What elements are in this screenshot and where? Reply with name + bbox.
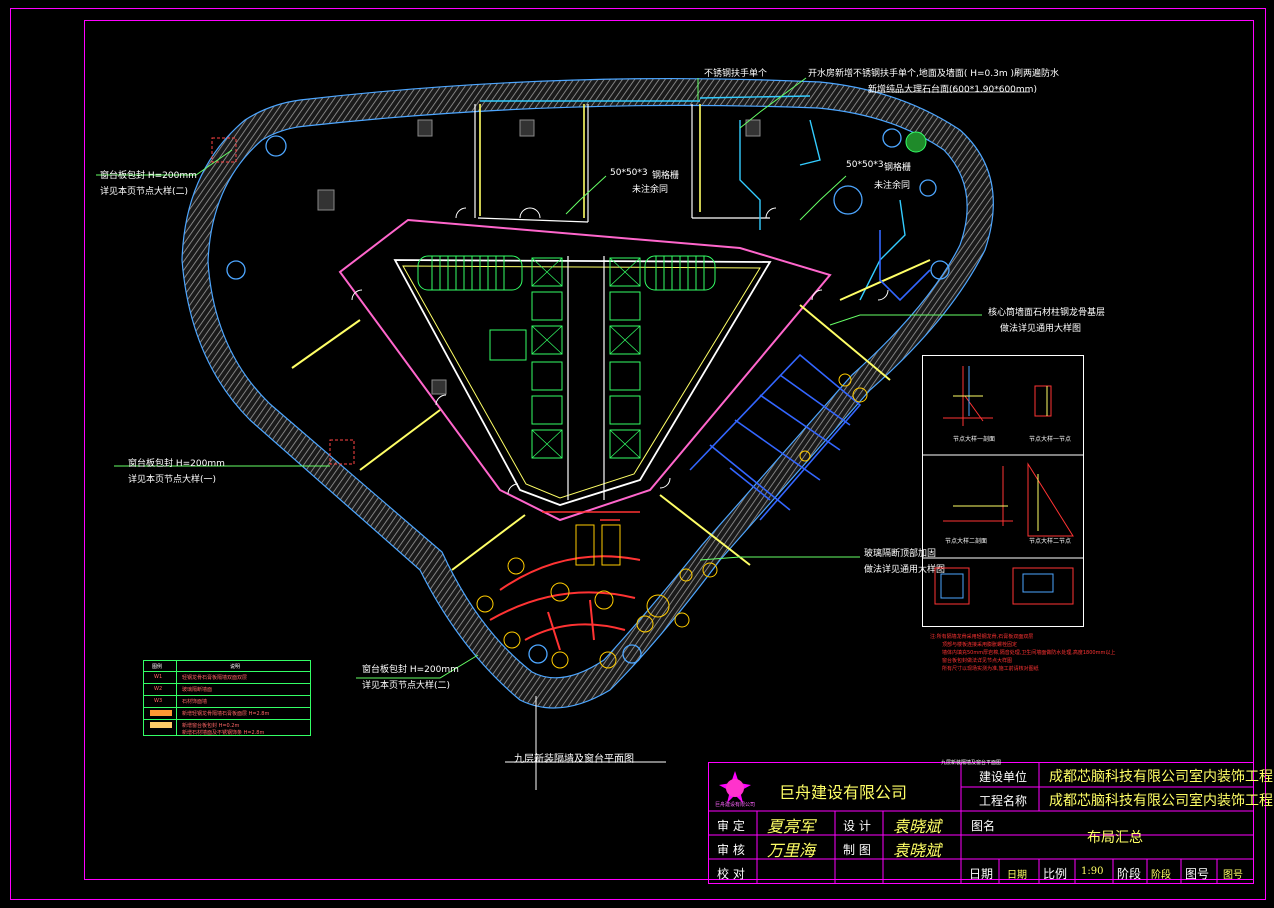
company-name-small: 巨舟建设有限公司	[715, 802, 756, 808]
date-value: 日期	[1007, 870, 1027, 881]
check-value: 万里海	[767, 841, 816, 860]
label-steel-b2: 钢格栅	[884, 163, 912, 173]
label-window-seal-2-ref: 详见本页节点大样(二)	[100, 187, 189, 197]
review-label: 审 定	[717, 819, 745, 833]
legend-text-2: 玻璃隔断墙面	[182, 687, 213, 693]
date-label: 日期	[969, 867, 994, 881]
label-steel-b3: 未注余同	[874, 181, 911, 191]
label-window-seal-1: 窗台板包封 H=200mm	[128, 459, 225, 469]
drawing-name-value: 布局汇总	[1087, 830, 1143, 846]
elevator-shafts	[489, 257, 641, 459]
top-caption: 九层新装隔墙及窗台平面图	[941, 760, 1002, 766]
legend-table: 图例 说明 W1 轻钢龙骨石膏板隔墙双面双层 W2 玻璃隔断墙面 W3 石材饰面…	[143, 660, 311, 736]
note-4: 窗台板包封做法详见节点大样图	[942, 658, 1013, 664]
note-1: 注:所有隔墙龙骨采用轻钢龙骨,石膏板双面双层	[930, 634, 1034, 640]
label-core-wall-ref: 做法详见通用大样图	[1000, 324, 1082, 334]
leader-lines	[96, 77, 982, 679]
label-window-seal-3: 窗台板包封 H=200mm	[362, 665, 459, 675]
legend-text-4: 新增轻钢龙骨隔墙石膏板面层 H=2.8m	[182, 711, 270, 717]
detail-drawings	[923, 366, 1083, 605]
project-value: 成都芯脑科技有限公司室内装饰工程	[1049, 793, 1273, 809]
no-label: 图号	[1185, 867, 1210, 881]
office-partitions	[689, 230, 931, 521]
company-logo	[719, 771, 751, 803]
sheet-border	[10, 8, 1266, 900]
detail-1b-caption: 节点大样一节点	[1029, 436, 1072, 443]
label-steel-b: 50*50*3	[846, 160, 884, 170]
glass-partitions	[291, 259, 931, 571]
plant	[905, 131, 927, 153]
draw-value: 袁晓斌	[893, 841, 942, 860]
core-inner	[393, 259, 772, 506]
columns	[226, 128, 950, 664]
client-value: 成都芯脑科技有限公司室内装饰工程	[1049, 769, 1273, 785]
legend-text-3: 石材饰面墙	[182, 699, 208, 705]
legend-code-3: W3	[154, 698, 163, 704]
note-3: 墙体内填充50mm厚岩棉,隔音处理,卫生间墙面做防水处理,高度1800mm以上	[942, 650, 1116, 656]
label-window-seal-3-ref: 详见本页节点大样(二)	[362, 681, 451, 691]
design-value: 袁晓斌	[893, 817, 942, 836]
detail-2a-caption: 节点大样二剖面	[945, 538, 988, 545]
meeting-area	[489, 555, 641, 651]
company-name: 巨舟建设有限公司	[779, 783, 908, 802]
legend-text-6: 新增石材墙面及不锈钢饰条 H=2.8m	[182, 730, 265, 736]
stage-label: 阶段	[1117, 867, 1142, 881]
legend-text-5: 新增窗台板包封 H=0.2m	[182, 723, 240, 729]
title-block: 巨舟建设有限公司 巨舟建设有限公司 九层新装隔墙及窗台平面图 建设单位 成都芯脑…	[708, 760, 1273, 884]
legend-header-code: 图例	[152, 664, 163, 670]
label-water-room: 开水房新增不锈钢扶手单个,地面及墙面( H=0.3m )刷两遍防水	[808, 69, 1059, 79]
design-label: 设 计	[843, 819, 871, 833]
label-steel-a: 50*50*3	[610, 168, 648, 178]
note-5: 所有尺寸以现场实测为准,施工前请核对图纸	[942, 666, 1039, 672]
stage-value: 阶段	[1151, 870, 1171, 881]
label-handrail: 不锈钢扶手单个	[704, 69, 768, 79]
outer-wall	[181, 77, 994, 709]
legend-header-desc: 说明	[230, 664, 241, 670]
plan-title: 九层新装隔墙及窗台平面图	[514, 754, 634, 765]
project-label: 工程名称	[979, 794, 1028, 808]
legend-code-2: W2	[154, 686, 163, 692]
label-window-seal-1-ref: 详见本页节点大样(一)	[128, 475, 217, 485]
client-label: 建设单位	[979, 770, 1028, 784]
stairs-left	[417, 255, 523, 291]
legend-code-1: W1	[154, 674, 163, 680]
detail-2b-caption: 节点大样二节点	[1029, 538, 1072, 545]
label-core-wall: 核心筒墙面石材柱钢龙骨基层	[988, 308, 1106, 318]
core-outline	[338, 218, 832, 522]
legend-text-1: 轻钢龙骨石膏板隔墙双面双层	[182, 675, 248, 681]
title-block-grid	[709, 763, 1253, 883]
note-2: 顶部与楼板连接采用膨胀螺栓固定	[942, 642, 1018, 648]
label-marble-counter: 新增纯品大理石台面(600*1.90*600mm)	[868, 85, 1037, 95]
label-glass-partition: 玻璃隔断顶部加固	[864, 549, 937, 559]
label-glass-partition-ref: 做法详见通用大样图	[864, 565, 946, 575]
detail-1a-caption: 节点大样一剖面	[953, 436, 996, 443]
no-value: 图号	[1223, 870, 1243, 881]
drawing-name-label: 图名	[971, 819, 996, 833]
label-steel-a2: 钢格栅	[652, 171, 680, 181]
label-window-seal-2: 窗台板包封 H=200mm	[100, 171, 197, 181]
scale-label: 比例	[1043, 867, 1068, 881]
label-steel-a3: 未注余同	[632, 185, 669, 195]
detail-panel: 节点大样一剖面 节点大样一节点 节点大样二剖面 节点大样二节点	[922, 355, 1084, 627]
scale-value: 1:90	[1081, 866, 1104, 877]
furniture	[476, 373, 868, 669]
check-label: 审 核	[717, 843, 745, 857]
proof-label: 校 对	[717, 867, 745, 881]
drawing-border	[84, 20, 1254, 880]
draw-label: 制 图	[843, 843, 871, 857]
review-value: 夏亮军	[767, 817, 816, 836]
stairs-right	[644, 255, 716, 291]
